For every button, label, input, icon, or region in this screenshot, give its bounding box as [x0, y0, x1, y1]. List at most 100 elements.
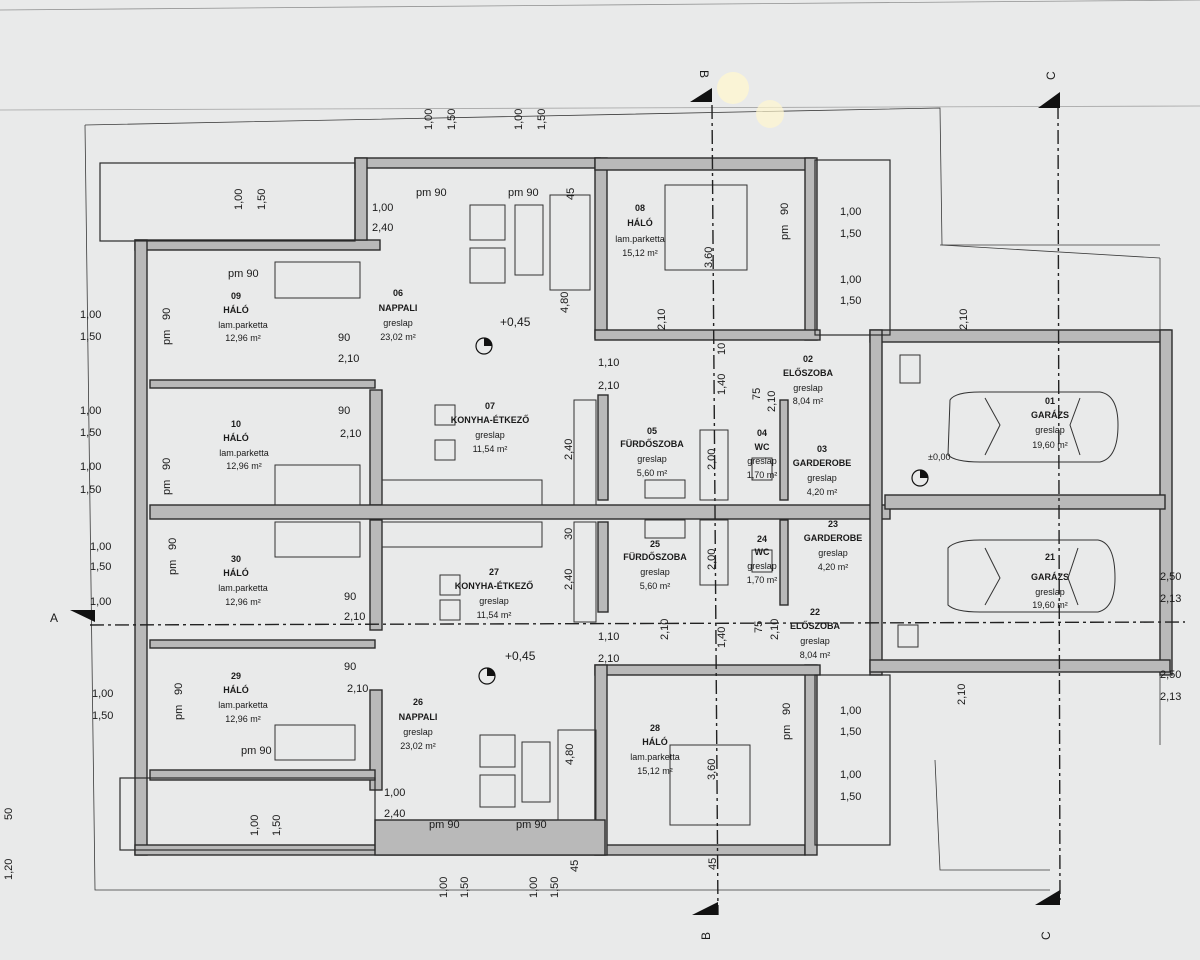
room-27: 27 KONYHA-ÉTKEZŐ greslap 11,54 m²	[455, 567, 534, 620]
dim-label: 4,80	[559, 292, 571, 313]
room-number: 30	[231, 554, 241, 564]
room-floor: greslap	[637, 454, 667, 464]
room-08: 08 HÁLÓ lam.parketta 15,12 m²	[615, 203, 665, 258]
dim-label: 90	[161, 458, 173, 470]
room-area: 15,12 m²	[637, 766, 673, 776]
room-number: 25	[650, 539, 660, 549]
dim-label: 1,50	[459, 877, 471, 898]
room-number: 08	[635, 203, 645, 213]
building-walls	[99, 157, 1173, 856]
room-floor: greslap	[479, 596, 509, 606]
room-name: NAPPALI	[399, 712, 438, 722]
room-area: 11,54 m²	[477, 610, 512, 620]
section-mark-b: B	[697, 70, 711, 78]
room-05: 05 FÜRDŐSZOBA greslap 5,60 m²	[620, 426, 684, 478]
dim-label: 3,60	[706, 759, 718, 780]
room-area: 19,60 m²	[1032, 600, 1068, 610]
dim-label: pm	[781, 725, 793, 740]
dim-label: 2,00	[706, 449, 718, 470]
room-area: 23,02 m²	[400, 741, 436, 751]
room-area: 8,04 m²	[793, 396, 824, 406]
room-number: 24	[757, 534, 767, 544]
furniture	[274, 184, 921, 826]
room-floor: greslap	[383, 318, 413, 328]
dim-label: 1,00	[840, 274, 861, 286]
dim-label: 2,10	[340, 428, 361, 440]
section-mark-b: B	[699, 932, 713, 940]
room-04: 04 WC greslap 1,70 m²	[747, 428, 778, 480]
dim-label: 1,50	[549, 877, 561, 898]
dim-label: 1,40	[716, 627, 728, 648]
dim-label: 90	[338, 405, 350, 417]
dim-label: 2,40	[372, 222, 393, 234]
dim-label: pm	[173, 705, 185, 720]
room-name: HÁLÓ	[223, 567, 249, 578]
room-area: 19,60 m²	[1032, 440, 1068, 450]
dim-label: 2,40	[563, 569, 575, 590]
room-floor: greslap	[818, 548, 848, 558]
dim-label: 90	[781, 703, 793, 715]
dim-label: 2,40	[563, 439, 575, 460]
room-floor: greslap	[807, 473, 837, 483]
door-label: pm 90	[516, 819, 547, 831]
dim-label: 2,10	[347, 683, 368, 695]
dim-label: 1,00	[90, 596, 111, 608]
room-floor: lam.parketta	[218, 583, 268, 593]
room-name: GARDEROBE	[804, 533, 863, 543]
room-floor: lam.parketta	[219, 448, 269, 458]
room-28: 28 HÁLÓ lam.parketta 15,12 m²	[630, 723, 680, 776]
room-number: 29	[231, 671, 241, 681]
room-number: 09	[231, 291, 241, 301]
dim-label: 1,50	[92, 710, 113, 722]
vertical-dimensions: 1,00 1,50 1,00 1,50 1,00 1,50 1,00 1,50 …	[3, 109, 970, 898]
room-number: 22	[810, 607, 820, 617]
dim-label: 1,00	[233, 189, 245, 210]
dim-label: 2,10	[598, 380, 619, 392]
room-name: HÁLÓ	[223, 432, 249, 443]
dim-label: 2,10	[344, 611, 365, 623]
dim-label: pm	[779, 225, 791, 240]
dim-label: 1,00	[423, 109, 435, 130]
room-01: 01 GARÁZS greslap 19,60 m²	[1031, 396, 1069, 450]
dim-label: 1,50	[271, 815, 283, 836]
dim-label: 1,00	[372, 202, 393, 214]
room-floor: greslap	[475, 430, 505, 440]
room-area: 4,20 m²	[807, 487, 838, 497]
dim-label: 45	[707, 858, 719, 870]
room-floor: greslap	[747, 456, 777, 466]
room-07: 07 KONYHA-ÉTKEZŐ greslap 11,54 m²	[451, 401, 530, 454]
dim-label: 50	[3, 808, 15, 820]
dim-label: 1,00	[840, 206, 861, 218]
door-label: pm 90	[508, 187, 539, 199]
dim-label: 2,50	[1160, 571, 1181, 583]
dim-label: 1,00	[90, 541, 111, 553]
room-number: 02	[803, 354, 813, 364]
room-name: KONYHA-ÉTKEZŐ	[451, 414, 530, 425]
dim-label: 1,00	[528, 877, 540, 898]
room-floor: greslap	[793, 383, 823, 393]
dim-label: 1,00	[80, 309, 101, 321]
room-area: 12,96 m²	[225, 333, 261, 343]
room-floor: greslap	[1035, 425, 1065, 435]
dim-label: 1,00	[438, 877, 450, 898]
window-dimensions: 1,00 1,50 1,00 1,50 1,00 1,50 1,00 1,50 …	[80, 202, 1181, 820]
room-area: 15,12 m²	[622, 248, 658, 258]
dim-label: 90	[173, 683, 185, 695]
dim-label: 1,50	[256, 189, 268, 210]
room-name: HÁLÓ	[642, 736, 668, 747]
dim-label: 45	[569, 860, 581, 872]
dim-label: 2,00	[706, 549, 718, 570]
room-floor: lam.parketta	[218, 700, 268, 710]
dim-label: 2,10	[766, 391, 778, 412]
room-area: 1,70 m²	[747, 470, 778, 480]
room-area: 1,70 m²	[747, 575, 778, 585]
room-25: 25 FÜRDŐSZOBA greslap 5,60 m²	[623, 539, 687, 591]
section-mark-a: A	[50, 611, 58, 625]
room-number: 23	[828, 519, 838, 529]
door-label: pm 90	[429, 819, 460, 831]
room-21: 21 GARÁZS greslap 19,60 m²	[1031, 552, 1069, 610]
room-floor: greslap	[640, 567, 670, 577]
dim-label: 1,40	[716, 374, 728, 395]
section-mark-c: C	[1044, 71, 1058, 80]
room-area: 12,96 m²	[226, 461, 262, 471]
